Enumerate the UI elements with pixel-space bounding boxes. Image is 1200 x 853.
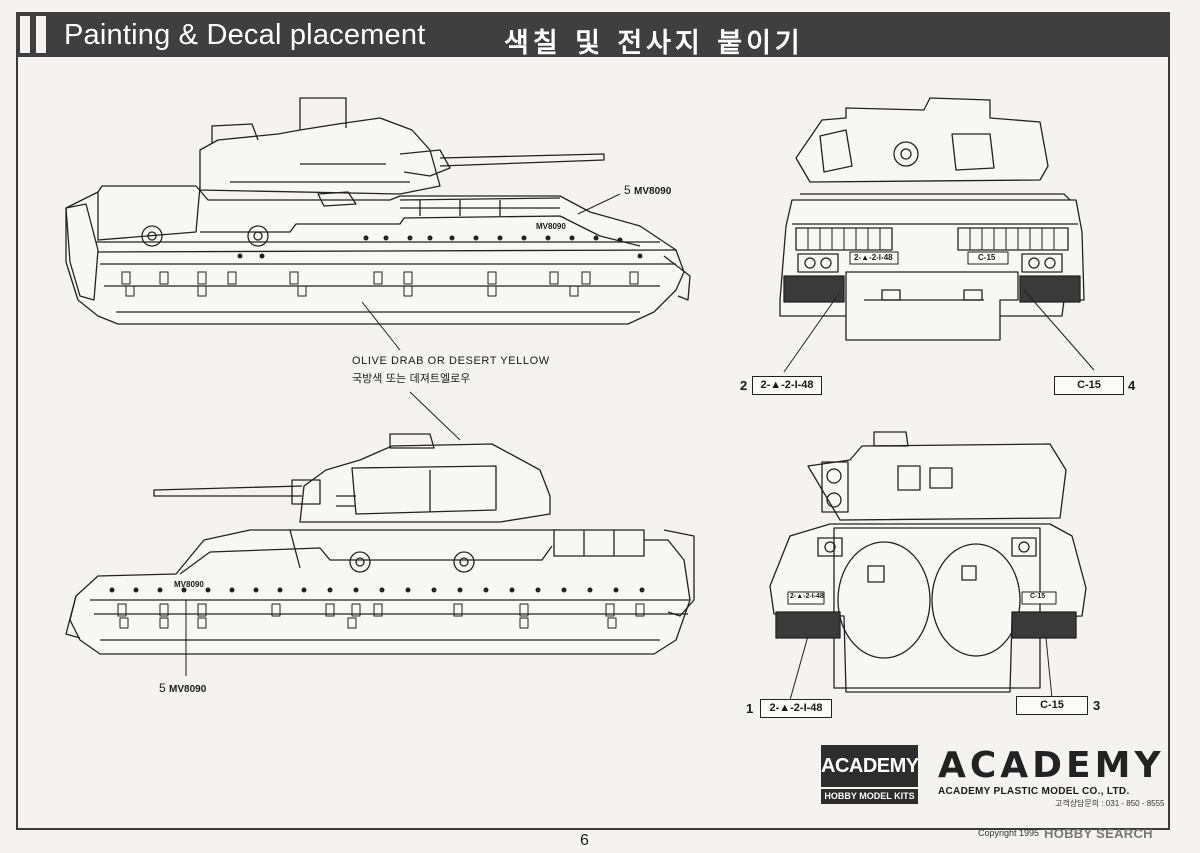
rear-view-icon [779,97,1085,341]
rear-c15-marking: C-15 [978,253,996,262]
header-mark-icon [20,16,30,53]
badge-title: ACADEMY [821,745,919,787]
section-header [16,12,1170,57]
left-side-view-icon [65,97,691,325]
phone-line: 고객상담문의 : 031 - 850 - 8555 [1054,799,1165,808]
watermark-text: HOBBY SEARCH [1044,826,1153,841]
academy-wordmark-logo: ACADEMY ACADEMY PLASTIC MODEL CO., LTD. … [938,748,1165,809]
wordmark: ACADEMY [938,745,1165,786]
decal-number-1: 1 [746,701,754,716]
decal-1-unit-code: 2-▲-2-I-48 [760,699,832,718]
decal-4-c15: C-15 [1054,376,1124,395]
header-mark-icon [36,16,46,53]
page-title: Painting & Decal placement [64,19,426,51]
rear-plate-marking: 2-▲-2-I-48 [854,253,893,262]
front-c15-marking: C-15 [1030,593,1046,600]
decal-number-2: 2 [740,378,748,393]
decal-number-3: 3 [1093,698,1101,713]
hull-marking-top: MV8090 [536,222,566,231]
decal-number-4: 4 [1128,378,1136,393]
front-plate-marking: 2-▲-2-I-48 [790,593,824,600]
badge-subtitle: HOBBY MODEL KITS [821,789,918,804]
page-number: 6 [580,832,589,849]
decal-number-5-top: 5 MV8090 [624,183,672,197]
paint-note-en: OLIVE DRAB OR DESERT YELLOW [352,355,550,367]
company-name: ACADEMY PLASTIC MODEL CO., LTD. [938,786,1130,797]
right-side-view-icon [65,433,695,655]
page-title-korean: 색칠 및 전사지 붙이기 [504,28,804,59]
copyright-text: Copyright 1995 [978,828,1040,838]
front-view-icon [769,431,1087,693]
decal-2-unit-code: 2-▲-2-I-48 [752,376,822,395]
decal-3-c15: C-15 [1016,696,1088,715]
paint-note-kr: 국방색 또는 데져트엘로우 [352,372,471,385]
hull-marking-bottom: MV8090 [174,580,204,589]
academy-badge-logo: ACADEMY HOBBY MODEL KITS [821,745,919,805]
decal-number-5-bottom: 5 MV8090 [159,681,207,695]
